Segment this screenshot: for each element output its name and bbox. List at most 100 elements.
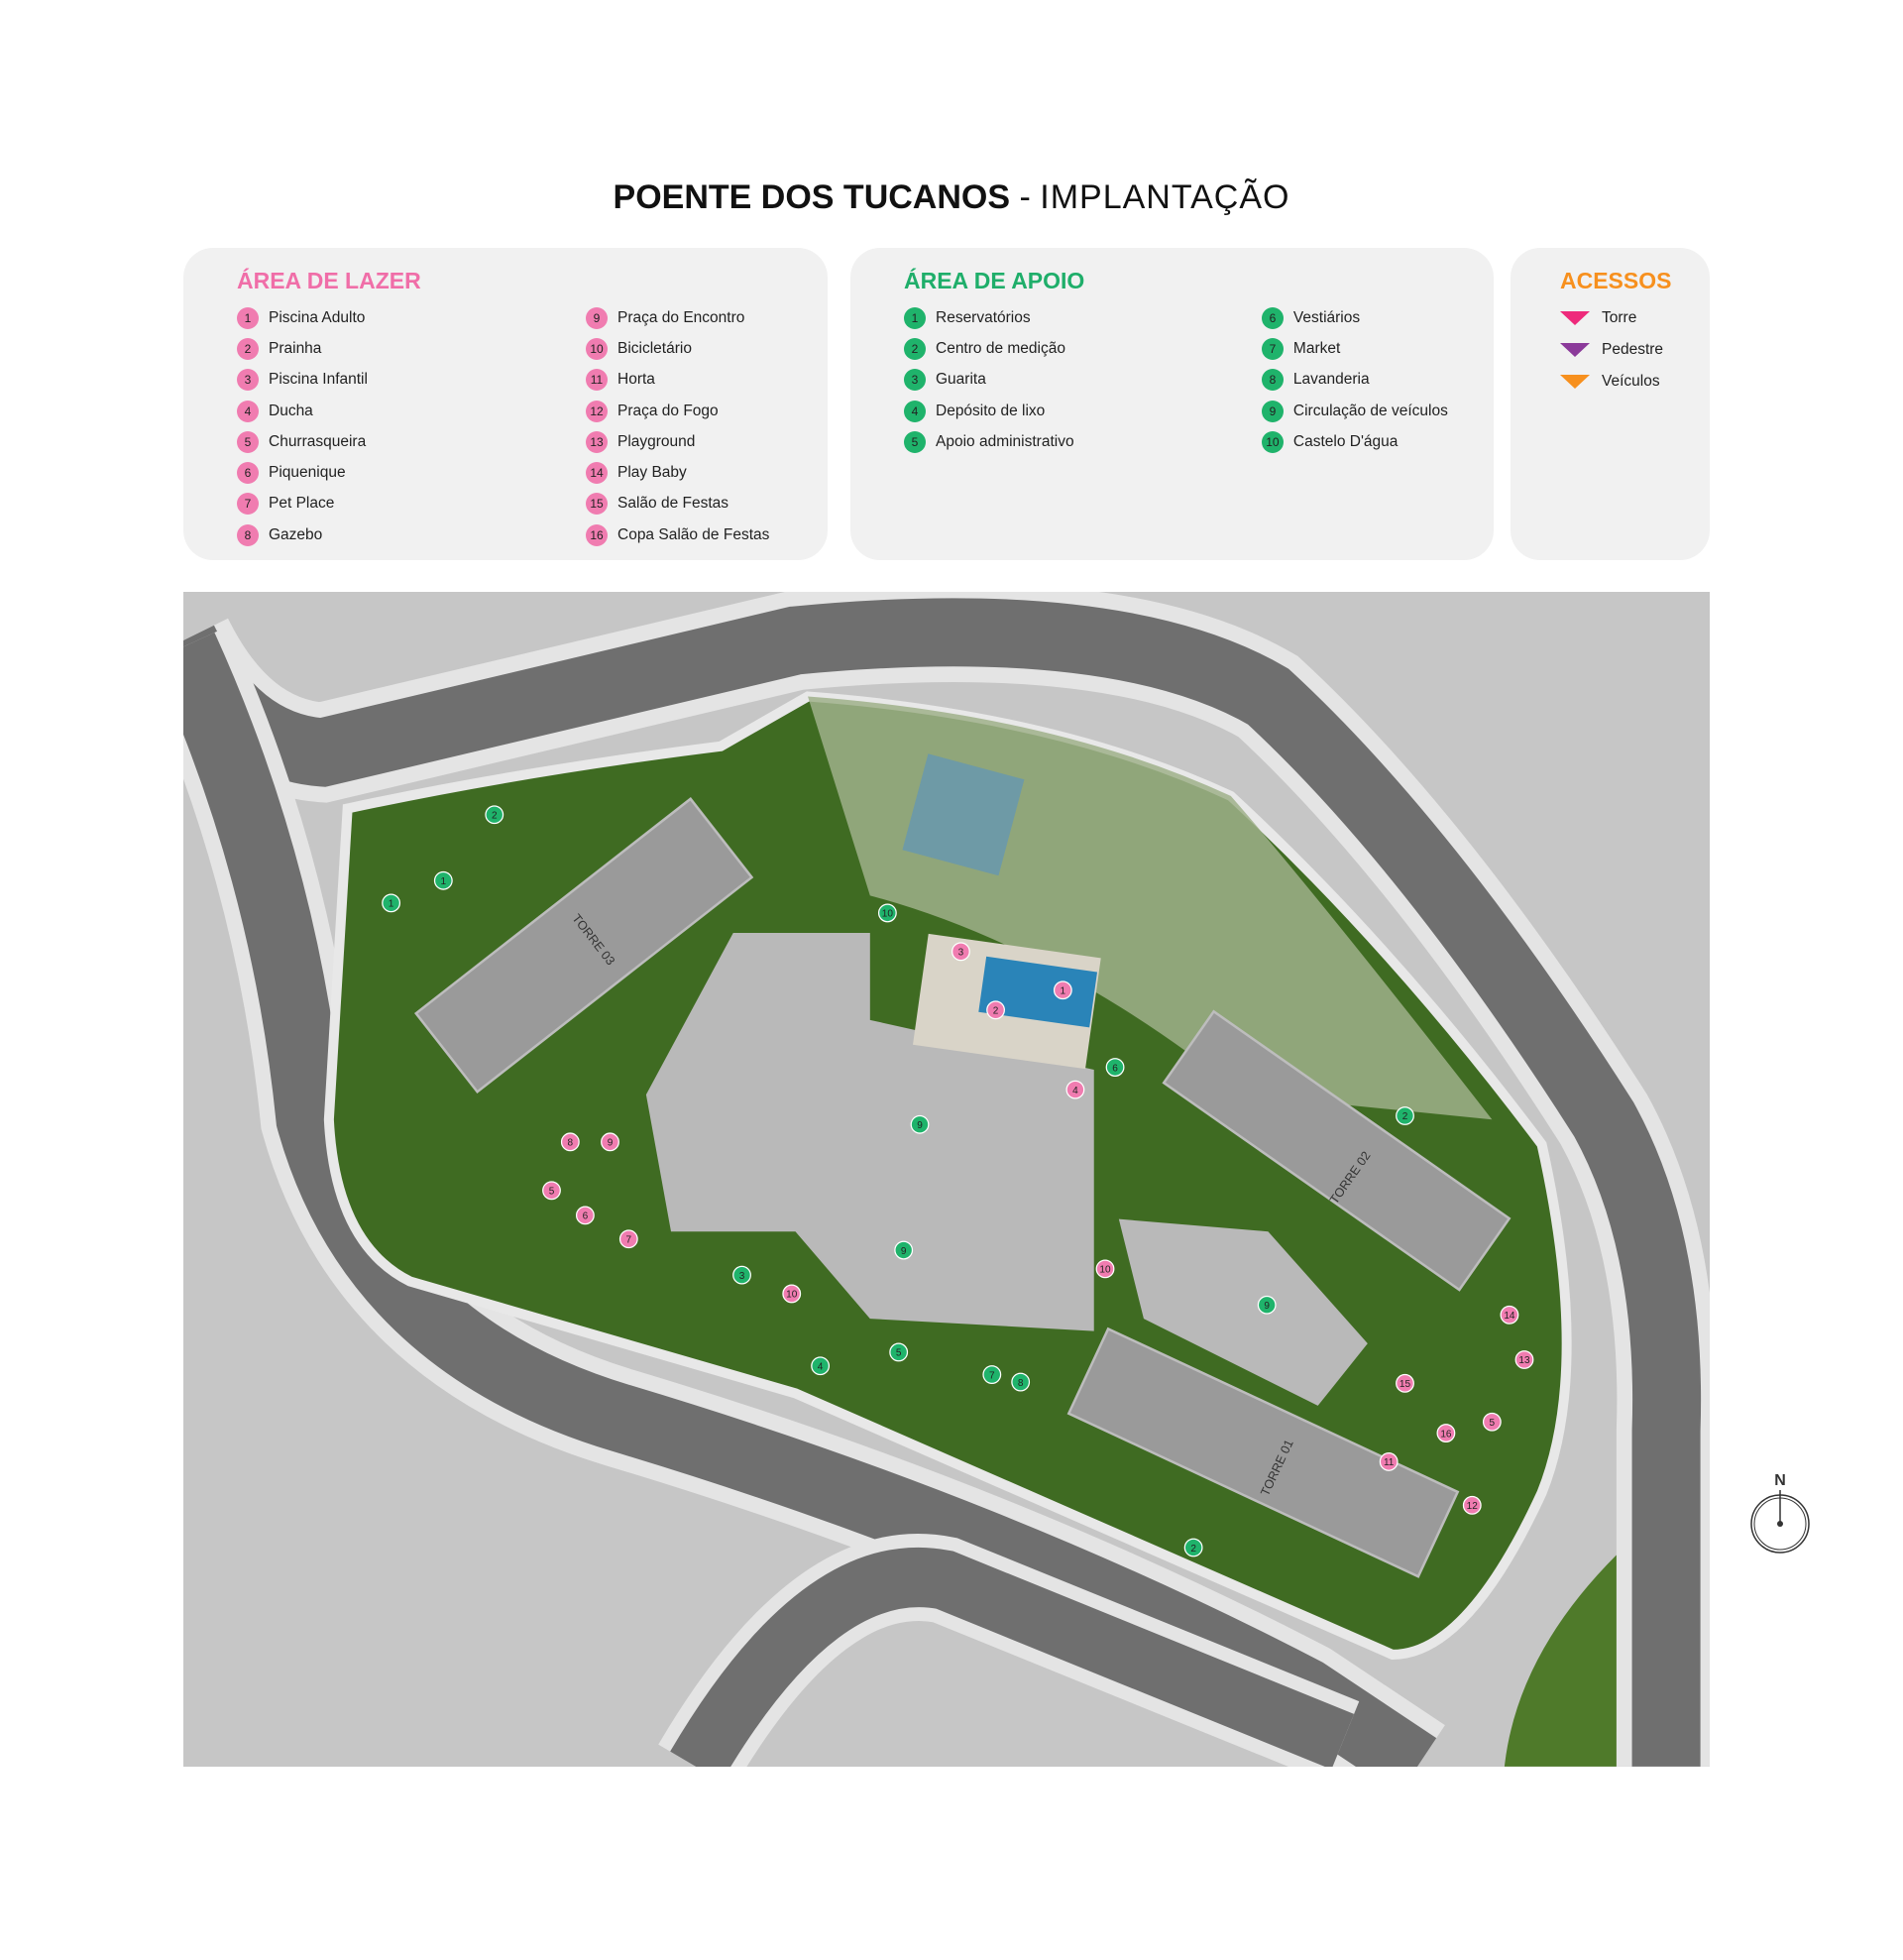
green-marker-label: 4	[818, 1362, 824, 1373]
pink-marker-label: 9	[608, 1138, 614, 1149]
pink-marker-label: 5	[1490, 1418, 1496, 1429]
pink-marker-label: 1	[1061, 985, 1066, 996]
legend-item-label: Reservatórios	[936, 308, 1031, 326]
legend-number-badge: 7	[1261, 337, 1284, 360]
legend-number-badge: 5	[237, 430, 259, 453]
legend-number-badge: 4	[904, 400, 926, 422]
legend-item-label: Copa Salão de Festas	[617, 525, 770, 543]
legend-item-label: Playground	[617, 432, 696, 450]
legend-number-badge: 6	[237, 462, 259, 485]
legend-number-badge: 13	[586, 430, 608, 453]
green-marker-label: 3	[739, 1271, 745, 1282]
access-legend-item: Torre	[1560, 302, 1710, 334]
pink-marker	[1436, 1424, 1456, 1442]
pink-marker	[782, 1284, 802, 1304]
green-marker	[433, 870, 453, 890]
legend-item-label: Bicicletário	[617, 339, 692, 357]
legend-item-label: Castelo D'água	[1292, 432, 1399, 450]
pink-marker-label: 8	[568, 1138, 574, 1149]
legend-item: 9 Circulação de veículos	[1261, 396, 1494, 426]
legend-item: 8 Lavanderia	[1261, 365, 1494, 396]
legend-item: 8 Gazebo	[237, 519, 586, 550]
pink-marker	[560, 1132, 580, 1152]
green-marker-label: 2	[492, 811, 498, 822]
green-marker-label: 5	[896, 1348, 902, 1359]
legend-number-badge: 2	[904, 337, 926, 360]
legend-item: 4 Depósito de lixo	[904, 396, 1262, 426]
green-marker	[1183, 1538, 1203, 1557]
legend-item: 5 Apoio administrativo	[904, 426, 1262, 457]
pink-marker-label: 13	[1518, 1355, 1530, 1366]
access-triangle-icon	[1560, 311, 1590, 325]
legend-item-label: Depósito de lixo	[936, 402, 1046, 419]
green-marker	[811, 1356, 831, 1376]
title-sub: IMPLANTAÇÃO	[1040, 178, 1290, 216]
title-main: POENTE DOS TUCANOS	[613, 178, 1011, 216]
green-marker	[1257, 1295, 1277, 1315]
pink-marker	[952, 942, 970, 962]
pink-marker-label: 7	[626, 1235, 632, 1246]
legend-item-label: Piscina Adulto	[269, 308, 366, 326]
pink-marker-label: 11	[1384, 1457, 1395, 1468]
legend-item-label: Praça do Fogo	[617, 402, 719, 419]
legend-item-label: Guarita	[936, 371, 986, 389]
pink-marker	[1396, 1373, 1414, 1393]
legend-item-label: Prainha	[269, 339, 322, 357]
pink-marker-label: 15	[1399, 1379, 1411, 1390]
legend-item-label: Lavanderia	[1292, 371, 1370, 389]
pink-marker	[575, 1206, 595, 1225]
legend-item-label: Piscina Infantil	[269, 371, 368, 389]
pink-marker-label: 5	[549, 1187, 555, 1198]
pink-marker	[618, 1229, 638, 1249]
access-triangle-icon	[1560, 375, 1590, 389]
legend-item: 7 Market	[1261, 333, 1494, 364]
pink-marker-label: 2	[993, 1006, 999, 1017]
pink-marker	[1462, 1495, 1482, 1515]
green-marker	[732, 1265, 751, 1285]
legend-number-badge: 5	[904, 430, 926, 453]
access-legend-item: Veículos	[1560, 366, 1710, 398]
green-marker-label: 9	[1264, 1301, 1270, 1312]
green-marker	[982, 1365, 1002, 1384]
legend-number-badge: 8	[1261, 369, 1284, 392]
legend-item-label: Apoio administrativo	[936, 432, 1074, 450]
pink-marker	[1095, 1259, 1115, 1279]
green-marker	[1011, 1372, 1031, 1392]
legend-number-badge: 9	[1261, 400, 1284, 422]
green-marker-label: 10	[882, 909, 894, 920]
title-separator: -	[1010, 178, 1041, 216]
legend-item-label: Piquenique	[269, 464, 346, 482]
lazer-heading: ÁREA DE LAZER	[237, 268, 421, 293]
pink-marker	[1065, 1080, 1085, 1099]
pink-marker-label: 16	[1440, 1429, 1452, 1440]
legend-item-label: Play Baby	[617, 464, 687, 482]
legend-number-badge: 1	[237, 306, 259, 329]
pink-marker-label: 3	[958, 948, 964, 959]
pink-marker	[1482, 1412, 1502, 1432]
pink-marker	[986, 1000, 1005, 1020]
legend-item-label: Circulação de veículos	[1292, 402, 1448, 419]
legend-item-label: Churrasqueira	[269, 432, 367, 450]
legend-number-badge: 2	[237, 337, 259, 360]
legend-number-badge: 8	[237, 523, 259, 546]
apoio-heading: ÁREA DE APOIO	[904, 268, 1085, 293]
access-label: Veículos	[1602, 373, 1660, 390]
legend-item-label: Market	[1292, 339, 1341, 357]
north-compass: N	[1748, 1472, 1812, 1558]
legend-item-label: Salão de Festas	[617, 495, 729, 513]
legend-item-label: Gazebo	[269, 525, 323, 543]
